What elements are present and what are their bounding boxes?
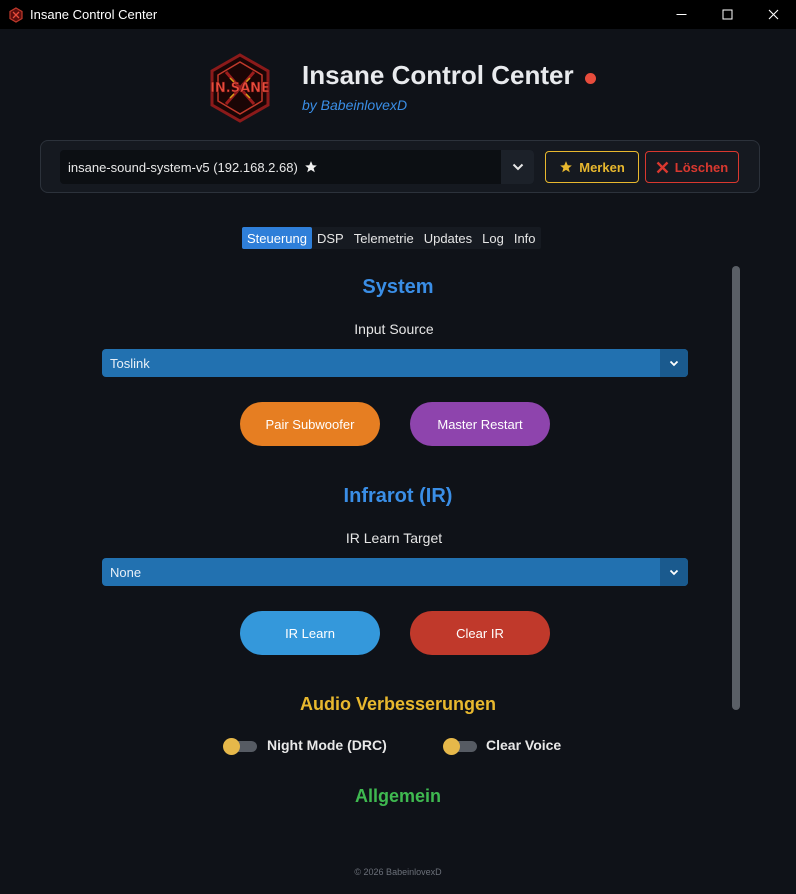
close-icon bbox=[656, 161, 669, 173]
clear-ir-button[interactable]: Clear IR bbox=[410, 611, 550, 655]
minimize-button[interactable] bbox=[658, 0, 704, 29]
tab-log[interactable]: Log bbox=[482, 230, 504, 246]
minimize-icon bbox=[676, 14, 686, 15]
section-title-general: Allgemein bbox=[354, 786, 442, 806]
chevron-down-icon bbox=[669, 360, 679, 366]
close-icon bbox=[768, 9, 778, 20]
close-button[interactable] bbox=[750, 0, 796, 29]
device-select-value: insane-sound-system-v5 (192.168.2.68) bbox=[68, 159, 298, 175]
toggle-knob bbox=[443, 738, 460, 755]
maximize-button[interactable] bbox=[704, 0, 750, 29]
insane-logo: IN.SANE bbox=[210, 53, 270, 123]
tab-updates[interactable]: Updates bbox=[423, 230, 473, 246]
tab-dsp[interactable]: DSP bbox=[317, 230, 344, 246]
connection-status-dot bbox=[585, 73, 596, 84]
tab-steuerung[interactable]: Steuerung bbox=[242, 227, 312, 249]
pair-subwoofer-button[interactable]: Pair Subwoofer bbox=[240, 402, 380, 446]
tab-telemetrie[interactable]: Telemetrie bbox=[353, 230, 414, 246]
footer-copyright: © 2026 BabeinlovexD bbox=[354, 867, 442, 877]
device-select[interactable]: insane-sound-system-v5 (192.168.2.68) bbox=[60, 150, 534, 184]
maximize-icon bbox=[722, 9, 732, 20]
clear-voice-label: Clear Voice bbox=[486, 737, 562, 753]
device-dropdown-button[interactable] bbox=[501, 150, 534, 184]
section-title-system: System bbox=[362, 276, 434, 298]
toggle-knob bbox=[223, 738, 240, 755]
star-icon bbox=[560, 161, 573, 173]
ir-learn-target-label: IR Learn Target bbox=[345, 530, 443, 546]
star-icon bbox=[304, 161, 317, 173]
input-source-label: Input Source bbox=[354, 321, 434, 337]
ir-learn-target-value: None bbox=[110, 564, 142, 580]
tab-info[interactable]: Info bbox=[513, 230, 536, 246]
night-mode-toggle[interactable] bbox=[223, 738, 257, 755]
night-mode-label: Night Mode (DRC) bbox=[267, 737, 387, 753]
ir-learn-target-dropdown[interactable] bbox=[660, 558, 688, 586]
chevron-down-icon bbox=[512, 163, 523, 171]
window-title: Insane Control Center bbox=[30, 7, 158, 22]
tab-bar: Steuerung DSP Telemetrie Updates Log Inf… bbox=[242, 227, 541, 249]
loeschen-button[interactable]: Löschen bbox=[645, 151, 739, 183]
ir-learn-target-select[interactable]: None bbox=[102, 558, 688, 586]
input-source-dropdown[interactable] bbox=[660, 349, 688, 377]
titlebar[interactable]: Insane Control Center bbox=[0, 0, 796, 29]
section-title-audio: Audio Verbesserungen bbox=[299, 694, 497, 714]
ir-learn-button[interactable]: IR Learn bbox=[240, 611, 380, 655]
section-title-ir: Infrarot (IR) bbox=[343, 485, 453, 507]
device-bar: insane-sound-system-v5 (192.168.2.68) Me… bbox=[40, 140, 760, 193]
logo-text: IN.SANE bbox=[210, 81, 270, 96]
merken-button[interactable]: Merken bbox=[545, 151, 639, 183]
app-icon bbox=[9, 6, 23, 23]
clear-voice-toggle[interactable] bbox=[443, 738, 477, 755]
merken-label: Merken bbox=[579, 159, 625, 175]
page-title: Insane Control Center bbox=[302, 60, 574, 90]
loeschen-label: Löschen bbox=[674, 159, 729, 175]
scrollbar-thumb[interactable] bbox=[732, 266, 740, 710]
input-source-select[interactable]: Toslink bbox=[102, 349, 688, 377]
page-subtitle: by BabeinlovexD bbox=[302, 97, 408, 113]
chevron-down-icon bbox=[669, 569, 679, 575]
input-source-value: Toslink bbox=[110, 355, 150, 371]
master-restart-button[interactable]: Master Restart bbox=[410, 402, 550, 446]
